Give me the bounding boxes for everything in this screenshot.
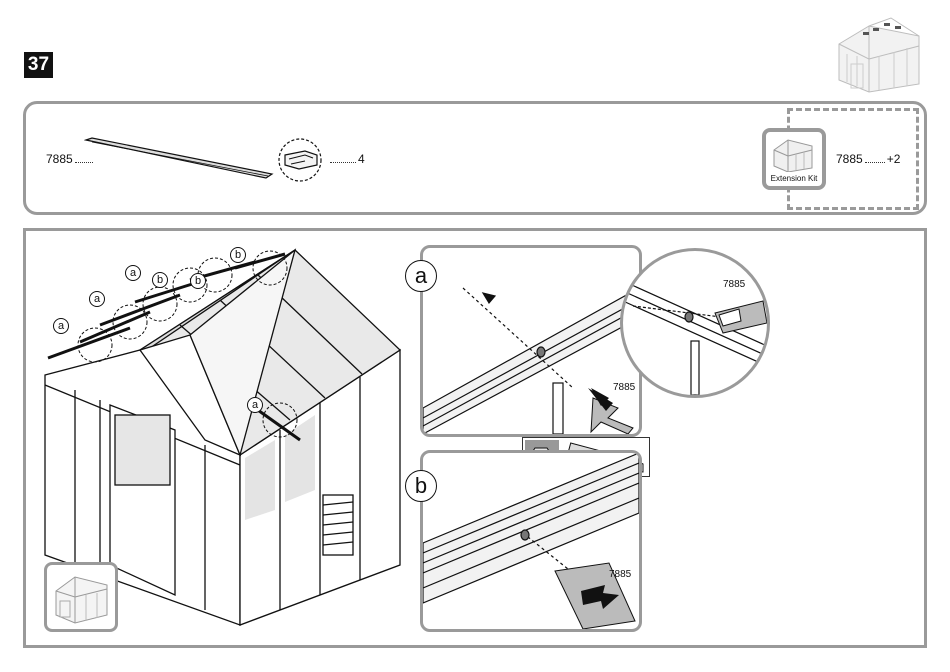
callout-b: b bbox=[230, 247, 246, 263]
extension-kit-label: Extension Kit bbox=[766, 174, 822, 183]
detail-a-zoom: 7885 bbox=[620, 248, 770, 398]
detail-b-drawing bbox=[423, 453, 639, 629]
connector-qty: 4 bbox=[328, 152, 365, 166]
zoom-drawing bbox=[623, 251, 767, 395]
detail-b-letter: b bbox=[405, 470, 437, 502]
detail-a-panel: 7885 bbox=[420, 245, 642, 437]
step-number: 37 bbox=[24, 52, 53, 78]
connector-icon bbox=[275, 137, 325, 183]
greenhouse-thumbnail-icon bbox=[772, 136, 816, 172]
callout-b: b bbox=[152, 272, 168, 288]
greenhouse-thumbnail-icon bbox=[53, 571, 111, 625]
detail-b-part-code: 7885 bbox=[609, 569, 631, 580]
callout-a: a bbox=[89, 291, 105, 307]
assembled-thumbnail bbox=[44, 562, 118, 632]
detail-a-letter: a bbox=[405, 260, 437, 292]
callout-a: a bbox=[247, 397, 263, 413]
zoom-part-code: 7885 bbox=[723, 279, 745, 290]
detail-b-panel: 7885 bbox=[420, 450, 642, 632]
callout-b: b bbox=[190, 273, 206, 289]
extension-part-code: 7885+2 bbox=[836, 152, 900, 166]
profile-bar-icon bbox=[84, 136, 274, 182]
callout-a: a bbox=[53, 318, 69, 334]
greenhouse-thumbnail-icon bbox=[829, 14, 929, 94]
detail-a-drawing bbox=[423, 248, 639, 434]
extension-kit-box: Extension Kit bbox=[762, 128, 826, 190]
callout-a: a bbox=[125, 265, 141, 281]
